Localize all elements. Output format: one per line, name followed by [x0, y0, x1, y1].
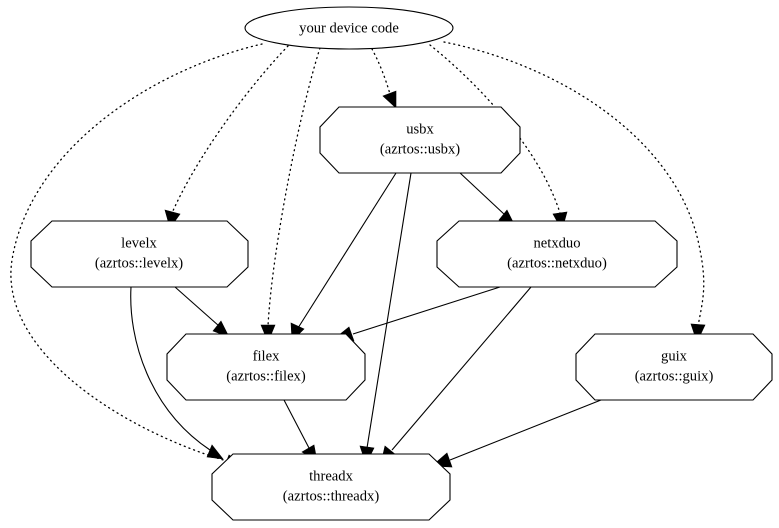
node-threadx-shape[interactable]	[211, 453, 451, 521]
edge-guix-to-threadx	[431, 399, 602, 468]
node-filex[interactable]: filex (azrtos::filex)	[166, 333, 366, 401]
nodes-layer: your device code usbx (azrtos::usbx) lev…	[30, 6, 773, 521]
edge-levelx-to-filex	[174, 286, 230, 338]
node-threadx[interactable]: threadx (azrtos::threadx)	[211, 453, 451, 521]
node-levelx[interactable]: levelx (azrtos::levelx)	[30, 220, 249, 288]
edge-device-to-guix	[443, 41, 706, 343]
node-netxduo-shape[interactable]	[436, 220, 678, 288]
edge-netxduo-to-filex	[333, 286, 501, 342]
node-your-device-code-shape[interactable]	[244, 6, 454, 50]
node-netxduo[interactable]: netxduo (azrtos::netxduo)	[436, 220, 678, 288]
node-usbx-shape[interactable]	[319, 106, 521, 174]
edge-device-to-usbx	[371, 48, 397, 109]
edge-device-to-levelx	[164, 45, 289, 229]
edges-layer	[10, 41, 706, 469]
edge-usbx-to-netxduo	[458, 171, 516, 227]
node-usbx[interactable]: usbx (azrtos::usbx)	[319, 106, 521, 174]
node-levelx-shape[interactable]	[30, 220, 249, 288]
edge-usbx-to-filex	[290, 172, 397, 342]
node-guix[interactable]: guix (azrtos::guix)	[575, 333, 773, 401]
edge-usbx-to-threadx	[359, 172, 412, 465]
node-filex-shape[interactable]	[166, 333, 366, 401]
edge-levelx-to-threadx	[130, 286, 224, 460]
node-your-device-code[interactable]: your device code	[244, 6, 454, 50]
node-guix-shape[interactable]	[575, 333, 773, 401]
edge-device-to-filex	[260, 47, 321, 343]
edge-filex-to-threadx	[283, 399, 318, 462]
